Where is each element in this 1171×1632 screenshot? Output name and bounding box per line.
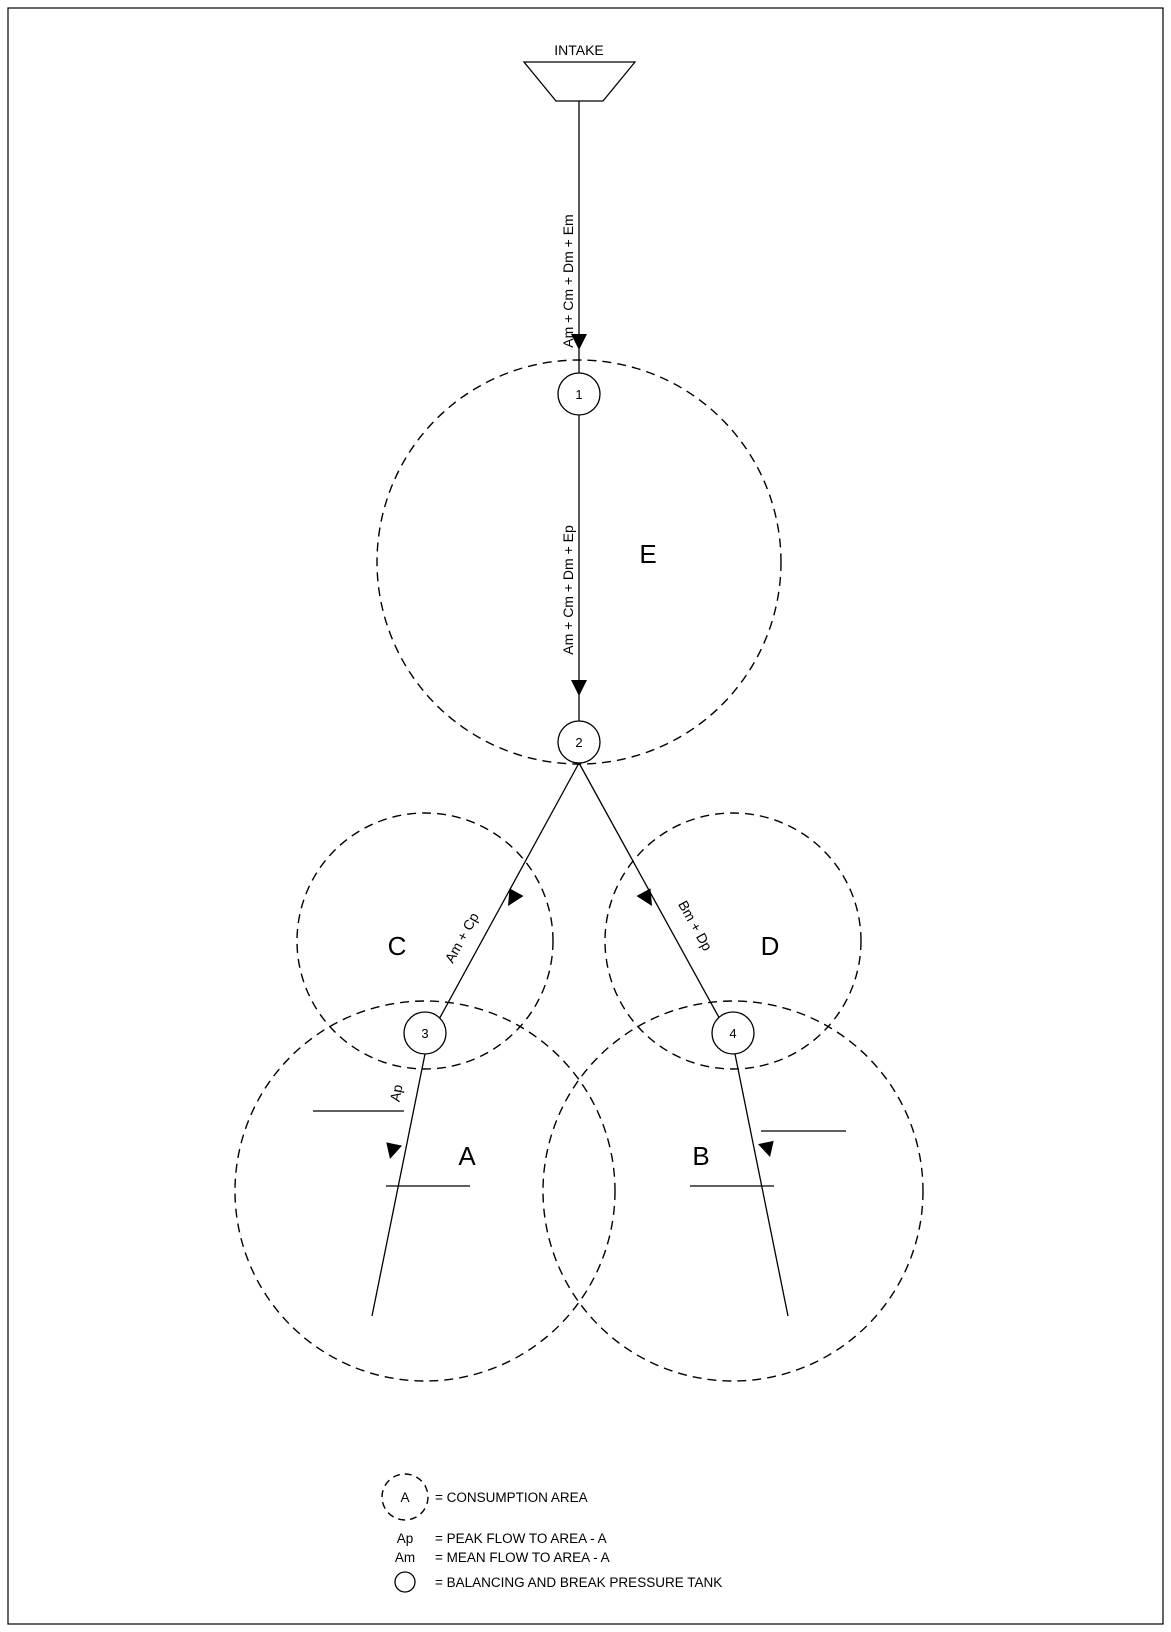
consumption-area-d	[604, 812, 862, 1070]
pipe-tank-4-to-area-b	[734, 1053, 789, 1317]
legend-peak-symbol: Ap	[397, 1531, 414, 1546]
tank-2	[557, 720, 601, 764]
legend-mean-text: = MEAN FLOW TO AREA - A	[435, 1550, 610, 1565]
legend-peak-text: = PEAK FLOW TO AREA - A	[435, 1531, 607, 1546]
zone-c-label: C	[388, 931, 407, 961]
page-border	[7, 7, 1164, 1625]
pipe-tank-3-to-area-a	[371, 1053, 426, 1317]
intake-hopper	[522, 61, 637, 102]
legend-mean-symbol: Am	[395, 1550, 415, 1565]
tank-2-label: 2	[575, 735, 582, 750]
flow-label-to-tank-3: Am + Cp	[441, 910, 482, 966]
tank-1-label: 1	[575, 387, 582, 402]
consumption-area-b	[542, 1000, 924, 1382]
flow-arrow-4	[636, 888, 652, 906]
legend-consumption-area-symbol	[381, 1473, 429, 1521]
zone-e-label: E	[639, 539, 656, 569]
flow-label-to-tank-4: Bm + Dp	[675, 898, 716, 954]
legend-consumption-text: = CONSUMPTION AREA	[435, 1490, 588, 1505]
flow-label-to-area-a: Ap	[387, 1083, 406, 1103]
flow-label-intake-to-tank-1: Am + Cm + Dm + Em	[560, 214, 576, 347]
flow-arrow-2	[571, 680, 587, 696]
intake-label: INTAKE	[554, 42, 604, 58]
zone-d-label: D	[761, 931, 780, 961]
tank-1	[557, 372, 601, 416]
flow-arrow-6	[758, 1140, 774, 1157]
tank-4-label: 4	[729, 1026, 736, 1041]
flow-arrow-3	[508, 888, 524, 906]
legend-tank-symbol	[394, 1571, 416, 1593]
pipe-tank-2-to-tank-3	[436, 762, 580, 1024]
flow-arrow-1	[571, 334, 587, 350]
tank-3	[403, 1011, 447, 1055]
flow-arrow-5	[386, 1142, 402, 1159]
zone-a-label: A	[458, 1141, 476, 1171]
flow-label-tank-1-to-tank-2: Am + Cm + Dm + Ep	[560, 525, 576, 655]
tank-3-label: 3	[421, 1026, 428, 1041]
consumption-area-a	[234, 1000, 616, 1382]
tank-4	[711, 1011, 755, 1055]
consumption-area-c	[296, 812, 554, 1070]
zone-b-label: B	[692, 1141, 709, 1171]
legend-consumption-symbol-letter: A	[400, 1490, 409, 1505]
legend-tank-text: = BALANCING AND BREAK PRESSURE TANK	[435, 1575, 722, 1590]
